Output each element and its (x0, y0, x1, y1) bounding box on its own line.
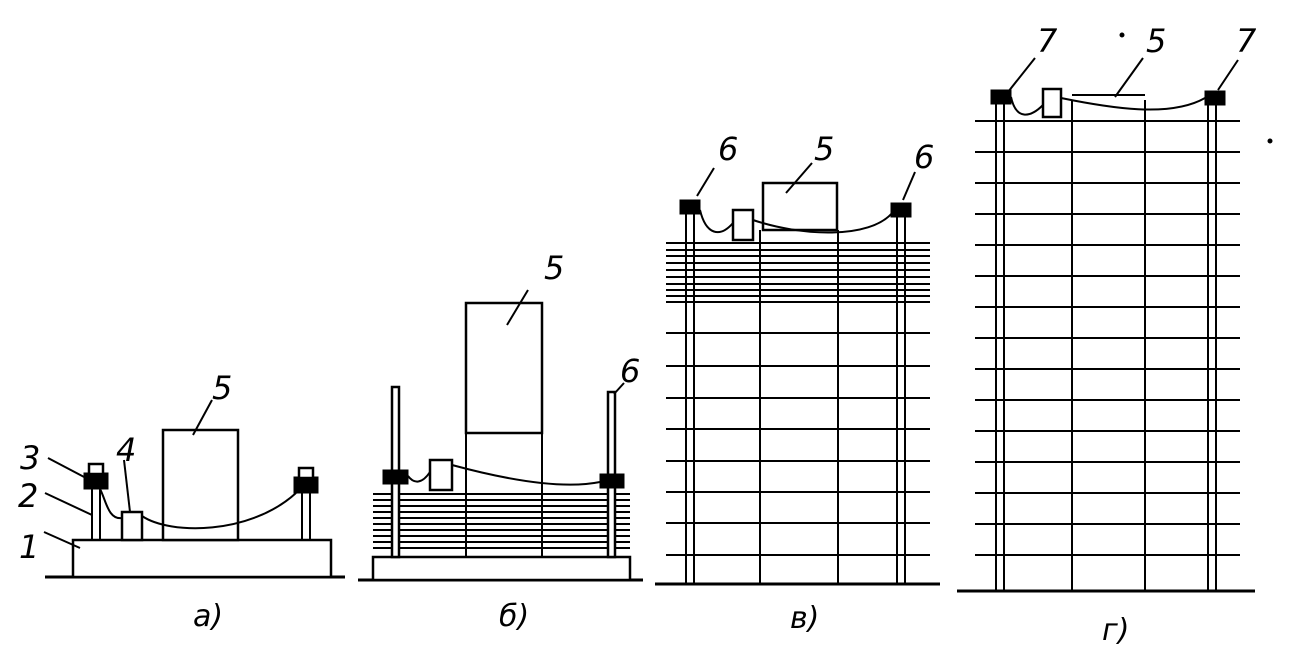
jack-left (382, 469, 409, 485)
stage-g: 7 5 7 г) (957, 22, 1273, 648)
hose (99, 488, 123, 520)
slab-stack (373, 493, 630, 549)
label-4: 4 (116, 431, 136, 469)
caption-v: в) (790, 601, 819, 636)
stage-a: 1 2 3 4 5 а) (18, 369, 345, 634)
foundation-slab (371, 555, 632, 582)
jack-left (990, 89, 1012, 105)
jack-right (1204, 90, 1226, 106)
jack-left (679, 199, 701, 215)
label-6: 6 (620, 352, 640, 390)
label-6-right: 6 (914, 138, 934, 176)
jack-right (293, 476, 319, 494)
pump-station (120, 510, 144, 542)
jack-right (599, 473, 625, 489)
stage-b: 5 6 б) (358, 249, 643, 634)
label-7-right: 7 (1236, 22, 1257, 60)
floor-grid (666, 242, 930, 556)
caption-g: г) (1102, 613, 1129, 648)
jack-right (890, 202, 912, 218)
pump-station (428, 458, 454, 492)
stage-v: 6 5 6 в) (655, 130, 940, 636)
label-5: 5 (212, 369, 232, 407)
label-5: 5 (1146, 22, 1166, 60)
pump-station (731, 208, 755, 242)
floor-grid (975, 120, 1240, 556)
label-3: 3 (20, 439, 40, 477)
label-1: 1 (19, 528, 39, 566)
crane-tower (761, 181, 839, 232)
jack-left (83, 472, 109, 490)
pump-station (1041, 87, 1063, 119)
hose (141, 492, 297, 530)
caption-a: а) (193, 599, 223, 634)
label-2: 2 (18, 477, 38, 515)
crane-tower (161, 428, 240, 542)
label-5: 5 (814, 130, 834, 168)
foundation-slab (71, 538, 333, 579)
label-7-left: 7 (1037, 22, 1058, 60)
crane-tower (464, 301, 544, 435)
caption-b: б) (499, 599, 529, 634)
label-5: 5 (544, 249, 564, 287)
label-6-left: 6 (718, 130, 738, 168)
